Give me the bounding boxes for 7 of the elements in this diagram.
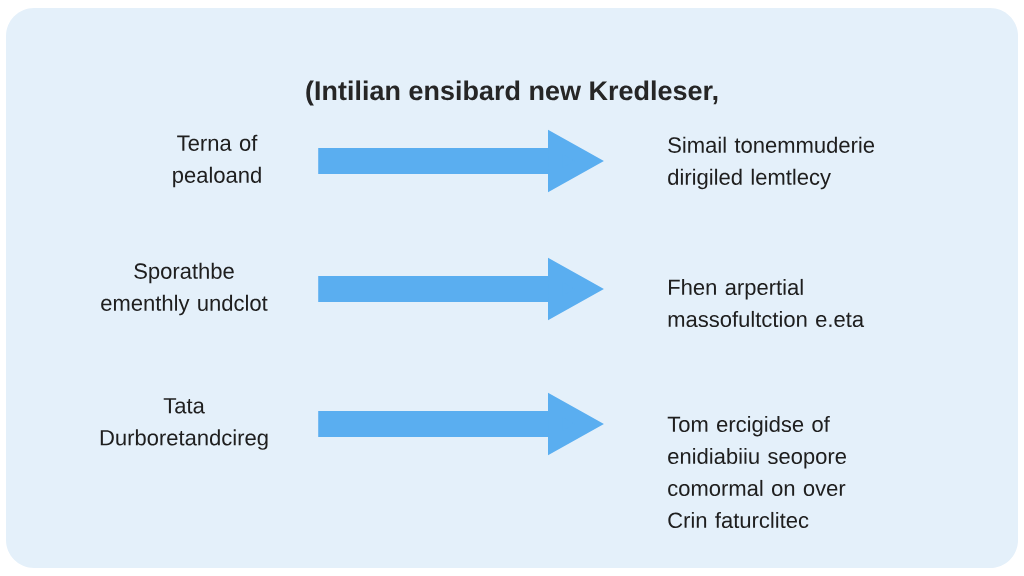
result-text: Tom ercigidse of enidiabiiu seopore comormal on over Crin faturclitec — [667, 415, 846, 529]
result-text: Fhen arpertial massofultction e.eta — [668, 278, 865, 328]
source-text: Terna of pealoand — [173, 134, 261, 188]
result-text: Simail tonemmuderie dirigiled lemtlecy — [668, 136, 875, 190]
title: (Intilian ensibard new Kredleser, — [306, 80, 718, 106]
source-text: Sporathbe ementhly undclot — [101, 262, 268, 316]
source-text: Tata Durboretandcireg — [100, 398, 268, 450]
